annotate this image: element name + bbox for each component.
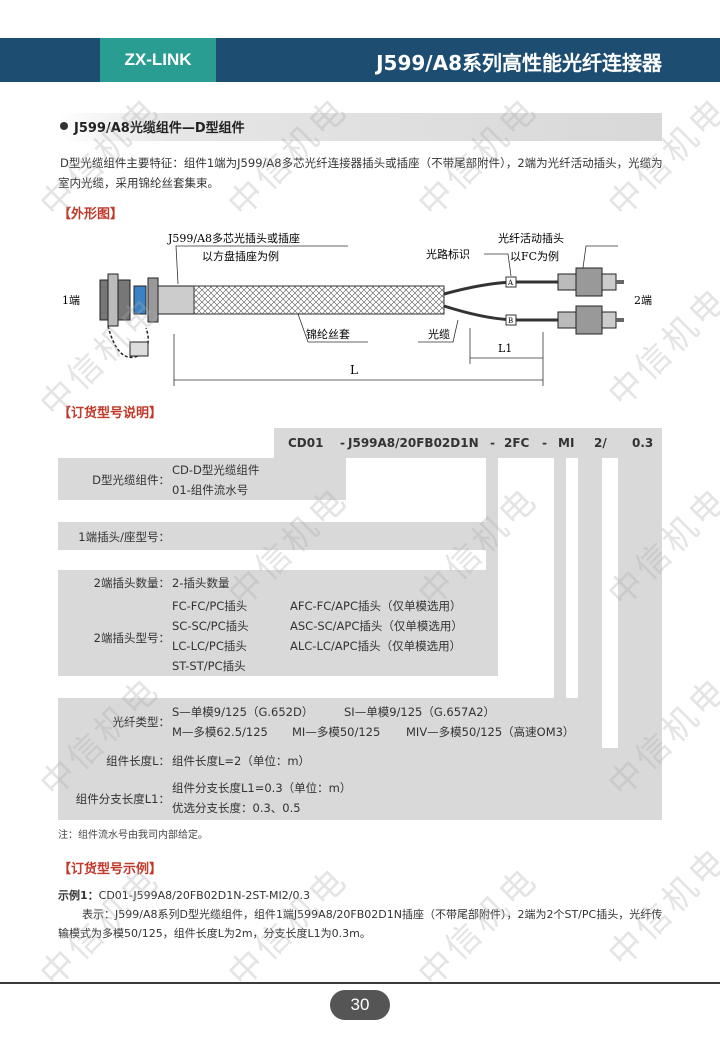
code-length: 2/ [594, 436, 607, 450]
label-end1: 1端 [62, 294, 80, 307]
bullet-icon [60, 122, 68, 130]
example-text: 表示：J599/A8系列D型光缆组件，组件1端J599A8/20FB02D1N插… [58, 908, 663, 940]
row-plug-line: AFC-FC/APC插头（仅单模选用） [290, 599, 462, 613]
row-label-type: D型光缆组件： [92, 473, 170, 487]
row-label-plug: 2端插头型号： [93, 631, 170, 645]
row-plug-line: FC-FC/PC插头 [172, 599, 248, 613]
label-connector-sub: 以方盘插座为例 [202, 249, 279, 263]
row-branch-line: 组件分支长度L1=0.3（单位：m） [172, 781, 352, 795]
row-fiber-line: MIV—多模50/125（高速OM3） [406, 725, 575, 739]
label-cable: 光缆 [428, 327, 450, 341]
row-label-end1: 1端插头/座型号： [78, 530, 170, 544]
row-label-branch: 组件分支长度L1： [75, 792, 170, 806]
page-title: J599/A8系列高性能光纤连接器 [376, 51, 662, 75]
label-L1: L1 [498, 342, 512, 355]
example-block: 示例1：CD01-J599A8/20FB02D1N-2ST-MI2/0.3 表示… [58, 886, 668, 943]
example-code: CD01-J599A8/20FB02D1N-2ST-MI2/0.3 [98, 889, 310, 902]
code-dash-2: - [490, 436, 495, 450]
row-plug-line: LC-LC/PC插头 [172, 639, 247, 653]
label-end2: 2端 [634, 294, 652, 307]
sleeve-drawing [193, 285, 445, 315]
row-fiber-line: MI—多模50/125 [292, 725, 381, 739]
row-fiber-line: S—单模9/125（G.652D） [172, 705, 314, 719]
code-mi: MI [558, 436, 575, 450]
row-label-count: 2端插头数量： [93, 576, 170, 590]
brand-logo: ZX-LINK [100, 38, 216, 82]
outline-heading: 【外形图】 [58, 207, 124, 222]
row-plug-line: ALC-LC/APC插头（仅单模选用） [290, 639, 462, 653]
row-count-line: 2-插头数量 [172, 576, 230, 590]
row-fiber-line: M—多模62.5/125 [172, 725, 268, 739]
label-connector: J599/A8多芯光插头或插座 [167, 231, 300, 245]
footer-line [0, 982, 720, 984]
label-sleeve: 锦纶丝套 [306, 327, 350, 341]
description: D型光缆组件主要特征：组件1端为J599/A8多芯光纤连接器插头或插座（不带尾部… [58, 156, 663, 190]
row-type-line: CD-D型光缆组件 [172, 463, 260, 477]
row-label-length: 组件长度L： [106, 754, 170, 768]
section-bar [58, 113, 662, 141]
row-plug-line: ST-ST/PC插头 [172, 659, 246, 673]
row-fiber-line: SI—单模9/125（G.657A2） [344, 705, 496, 719]
fc-plug-a [557, 267, 624, 297]
code-connector: J599A8/20FB02D1N [348, 436, 479, 450]
code-2fc: 2FC [504, 436, 530, 450]
code-dash-1: - [340, 436, 345, 450]
code-cd01: CD01 [288, 436, 324, 450]
example-heading: 【订货型号示例】 [58, 862, 163, 877]
row-plug-line: SC-SC/PC插头 [172, 619, 249, 633]
section-title: J599/A8光缆组件—D型组件 [74, 121, 245, 136]
row-length-line: 组件长度L=2（单位：m） [172, 754, 311, 768]
fc-plug-b [557, 305, 624, 335]
row-label-fiber: 光纤类型： [112, 715, 171, 729]
connector-drawing [99, 273, 195, 359]
page-number: 30 [330, 990, 390, 1020]
code-dash-3: - [542, 436, 547, 450]
row-plug-line: ASC-SC/APC插头（仅单模选用） [290, 619, 463, 633]
tag-b: B [508, 317, 513, 325]
example-label: 示例1： [58, 889, 99, 902]
order-note: 注：组件流水号由我司内部给定。 [58, 830, 208, 841]
label-L: L [350, 363, 358, 377]
code-branch: 0.3 [632, 436, 654, 450]
label-plug-sub: 以FC为例 [510, 249, 559, 263]
outline-diagram: A B L1 L J599/A8多芯光插头或插座 以方盘插座为例 光路标识 光纤… [62, 231, 652, 386]
label-route: 光路标识 [426, 247, 470, 261]
order-table: CD01 - J599A8/20FB02D1N - 2FC - MI 2/ 0.… [58, 428, 662, 820]
tag-a: A [507, 279, 514, 287]
order-heading: 【订货型号说明】 [58, 406, 163, 421]
label-plug: 光纤活动插头 [498, 231, 564, 245]
row-branch-line: 优选分支长度：0.3、0.5 [172, 801, 301, 815]
row-type-line: 01-组件流水号 [172, 483, 249, 497]
